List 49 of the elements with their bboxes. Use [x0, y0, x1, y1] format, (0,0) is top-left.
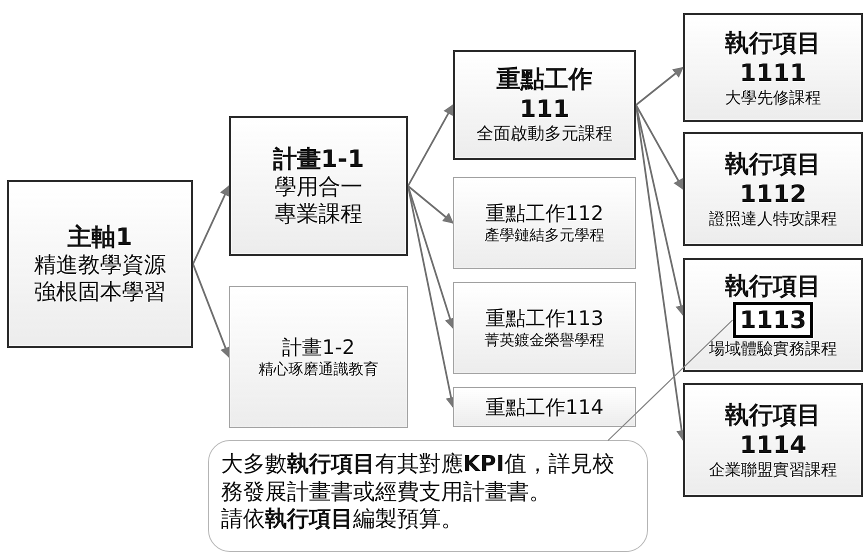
number-frame [732, 302, 814, 338]
code-number: 1114 [740, 430, 806, 460]
arrow [407, 185, 454, 224]
box-subtitle: 企業聯盟實習課程 [709, 460, 837, 480]
callout-text: 請依執行項目編製預算。 [221, 506, 463, 534]
leader-line [608, 320, 734, 441]
arrow [192, 264, 231, 358]
code-number: 1111 [740, 58, 806, 88]
box-heading: 執行項目 [725, 28, 821, 58]
chart-box [453, 387, 636, 427]
box-heading: 計畫1-1 [272, 144, 364, 174]
box-subtitle: 場域體驗實務課程 [709, 339, 837, 359]
chart-box [683, 383, 863, 497]
arrow [192, 185, 230, 264]
box-heading: 執行項目 [725, 271, 821, 301]
arrow [407, 104, 454, 186]
arrow [635, 104, 684, 190]
box-subtitle: 精進教學資源強根固本學習 [33, 252, 167, 306]
box-heading: 重點工作112 [485, 201, 604, 226]
chart-box [453, 50, 636, 160]
chart-box [229, 116, 408, 256]
box-subtitle: 學用合一專業課程 [274, 174, 364, 228]
box-heading: 重點工作114 [485, 394, 604, 420]
box-heading: 執行項目 [725, 400, 821, 430]
box-heading: 主軸1 [68, 222, 132, 252]
arrow [407, 186, 456, 330]
code-number: 111 [519, 94, 570, 124]
box-subtitle: 精心琢磨通識教育 [258, 360, 378, 379]
box-subtitle: 全面啟動多元課程 [476, 124, 612, 146]
box-subtitle: 證照達人特攻課程 [709, 209, 837, 229]
box-heading: 重點工作113 [485, 306, 604, 332]
code-number: 1112 [740, 179, 806, 209]
box-heading: 重點工作 [496, 64, 592, 94]
code-number: 1113 [740, 305, 806, 335]
box-subtitle: 大學先修課程 [725, 88, 821, 108]
chart-box [683, 132, 863, 246]
chart-box [7, 180, 193, 348]
chart-box [453, 177, 636, 269]
chart-box [453, 282, 636, 374]
chart-box [683, 258, 863, 372]
box-heading: 計畫1-2 [282, 335, 355, 360]
box-heading: 執行項目 [725, 149, 821, 179]
chart-box [683, 13, 863, 122]
box-subtitle: 產學鏈結多元學程 [484, 226, 604, 245]
callout-bubble [208, 440, 648, 552]
callout-text: 大多數執行項目有其對應KPI值，詳見校務發展計畫書或經費支用計畫書。 [221, 451, 616, 506]
arrow [635, 66, 684, 106]
box-subtitle: 菁英鍍金榮譽學程 [484, 331, 604, 350]
chart-box [229, 286, 408, 428]
